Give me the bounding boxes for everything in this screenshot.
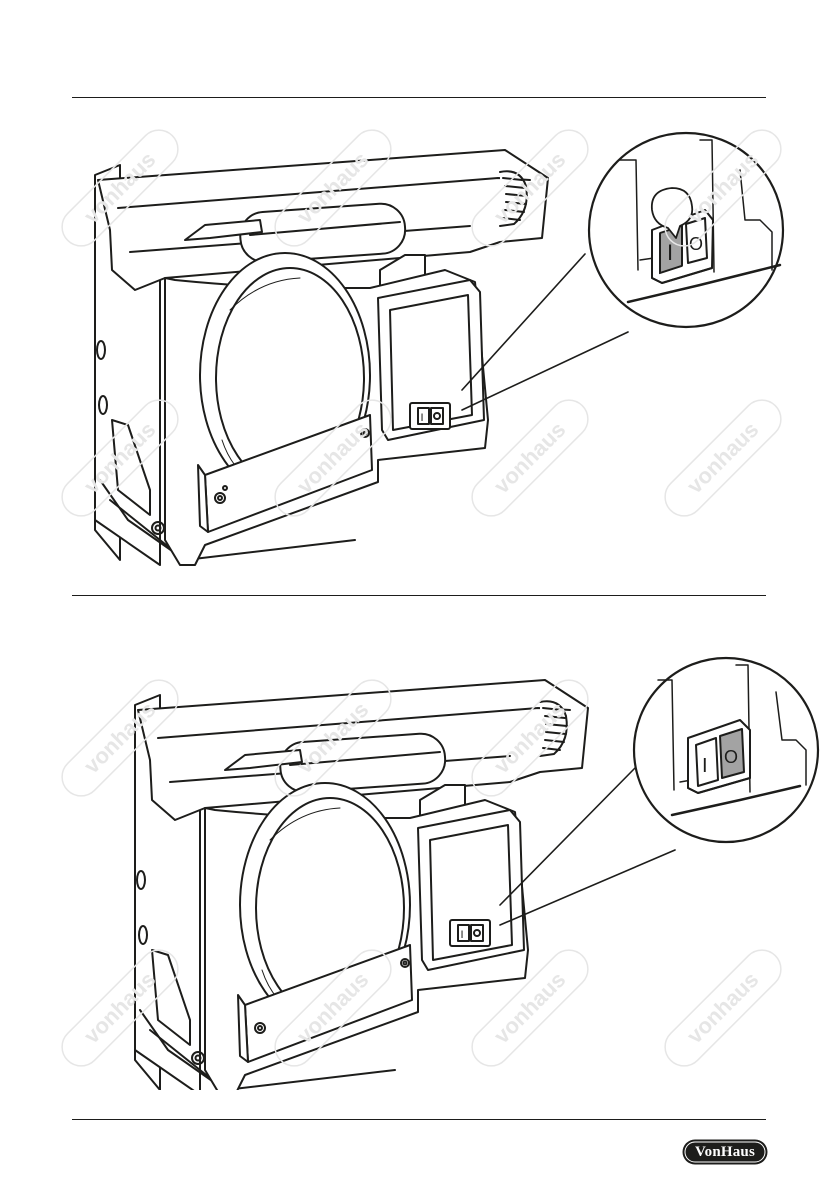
top-divider bbox=[72, 97, 766, 98]
rocker-on-symbol: I bbox=[667, 240, 673, 265]
rocker-on-symbol-2: I bbox=[702, 755, 708, 777]
rocker-off-symbol-2: O bbox=[724, 747, 738, 767]
bottom-divider bbox=[72, 1119, 766, 1120]
machine-switch-on-symbol-2: I bbox=[461, 929, 464, 941]
brand-logo: VonHaus bbox=[682, 1139, 768, 1165]
machine-switch-on-symbol: I bbox=[421, 412, 424, 424]
figure-switch-off: I I O bbox=[0, 630, 840, 1090]
figure-switch-on: I I O bbox=[0, 120, 840, 580]
rocker-off-symbol: O bbox=[689, 234, 703, 254]
brand-logo-text: VonHaus bbox=[682, 1139, 768, 1165]
middle-divider bbox=[72, 595, 766, 596]
